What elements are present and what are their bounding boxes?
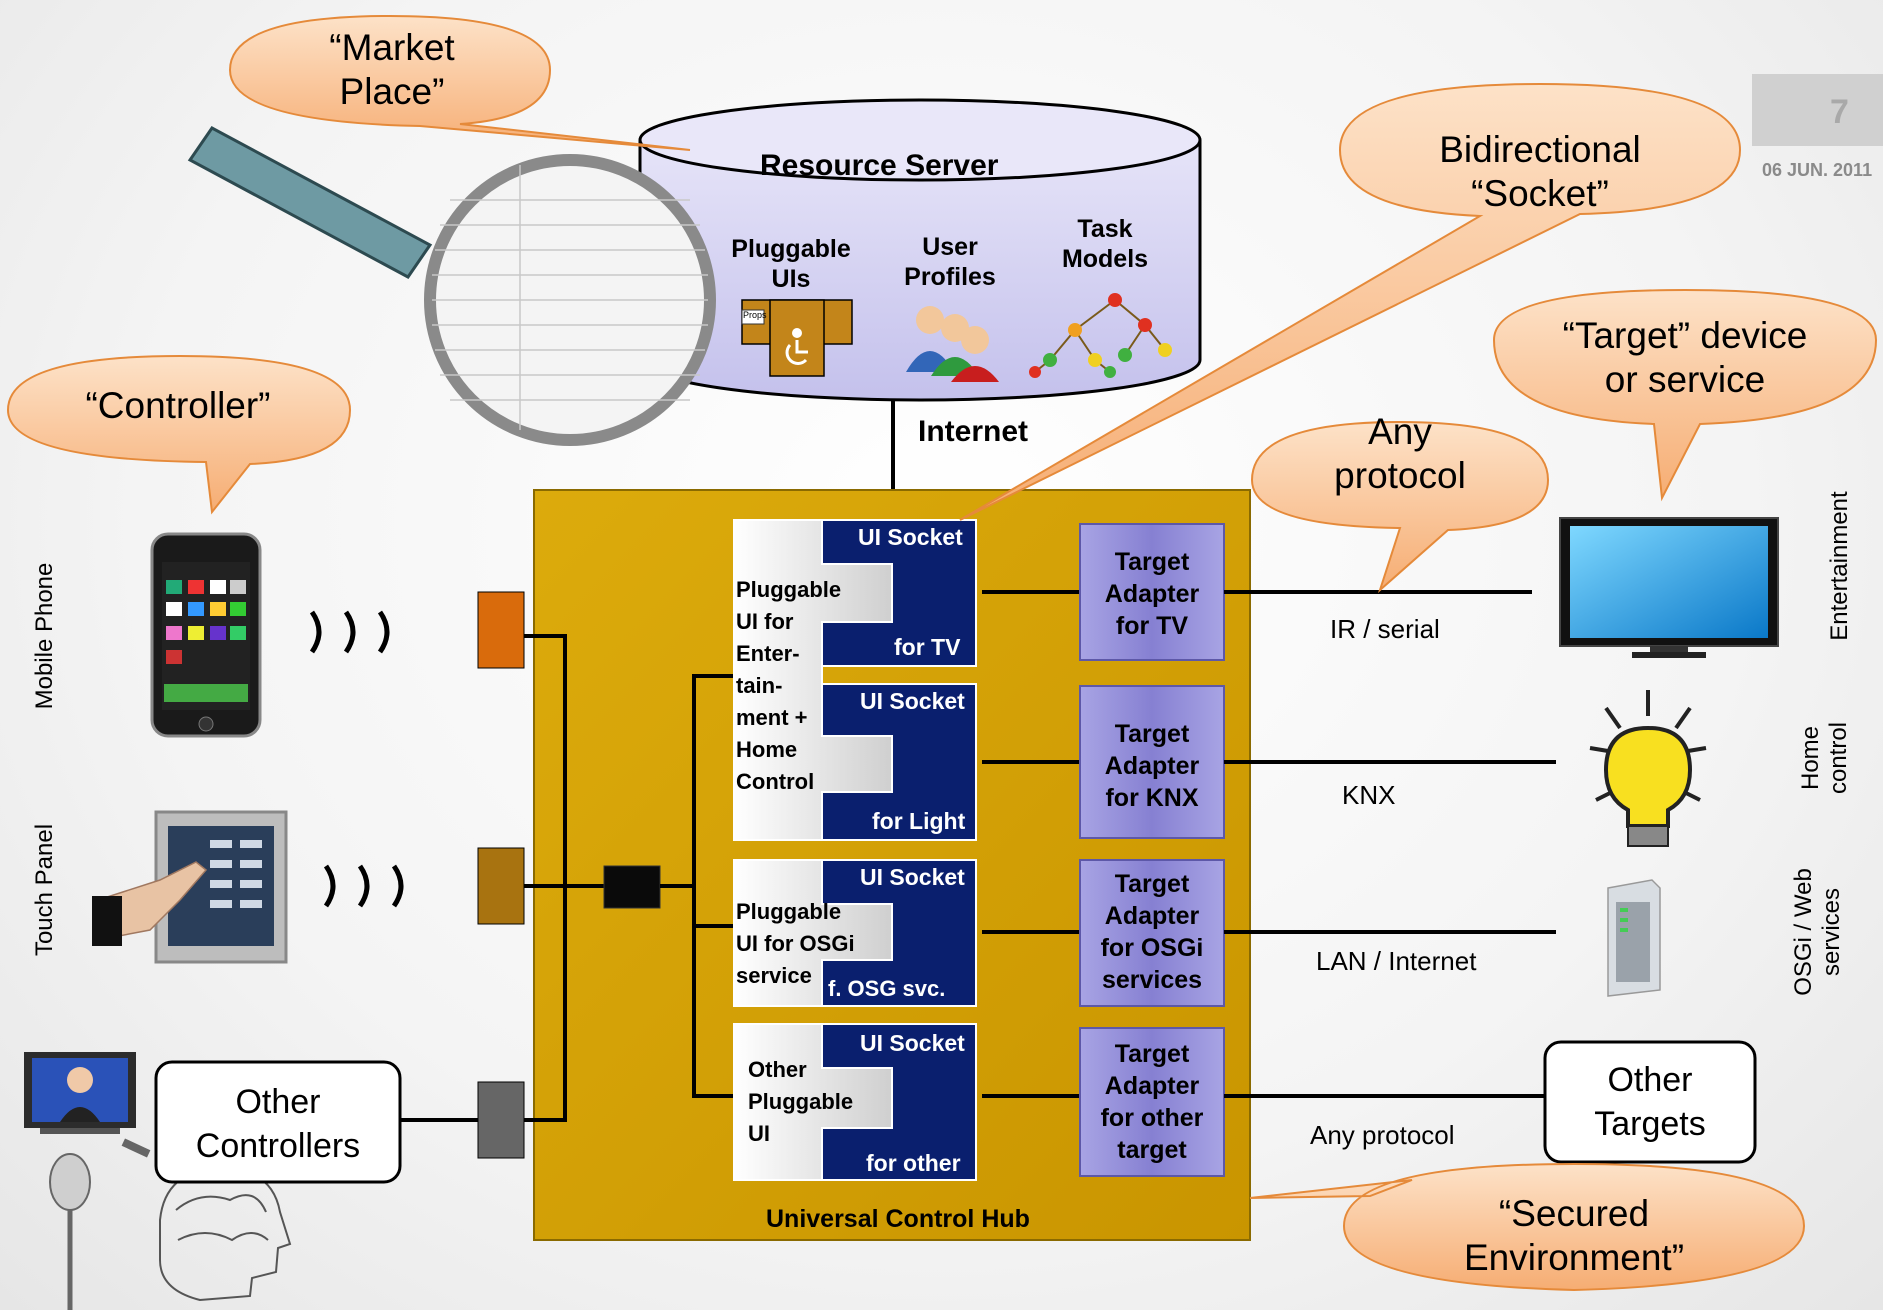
light-bulb-icon: [1589, 690, 1707, 847]
link-label-ir-serial: IR / serial: [1330, 614, 1440, 644]
socket-3-top: UI Socket: [860, 864, 965, 890]
task-models-icon: [1029, 293, 1172, 378]
pluggable-ui-icon: [741, 299, 853, 377]
callout-bubbles: [6, 14, 1878, 1292]
target-adapters: [1079, 523, 1225, 1177]
hub-title: Universal Control Hub: [766, 1205, 1030, 1233]
props-label: Props: [743, 310, 767, 320]
mobile-phone-label: Mobile Phone: [31, 562, 58, 710]
resource-server-title: Resource Server: [760, 149, 999, 182]
tv-icon: [1559, 517, 1779, 658]
mobile-phone-icon: [150, 532, 262, 738]
wireless-waves-icon: [309, 610, 404, 908]
target-link-lines: [1224, 590, 1556, 1098]
other-controllers-box: [154, 1060, 402, 1184]
page-number-box: [1752, 74, 1883, 146]
entertainment-label: Entertainment: [1826, 491, 1853, 641]
brain-head-icon: [159, 1166, 292, 1302]
link-label-any-protocol: Any protocol: [1310, 1120, 1455, 1150]
socket-4-bottom: for other: [866, 1150, 961, 1176]
server-icon: [1607, 879, 1661, 997]
page-date: 06 JUN. 2011: [1762, 160, 1873, 180]
socket-adapter-lines: [982, 590, 1080, 1098]
controller-connectors: [400, 591, 734, 1159]
link-label-lan-internet: LAN / Internet: [1316, 946, 1477, 976]
touch-panel-label: Touch Panel: [31, 823, 58, 957]
microphone-icon: [49, 1153, 91, 1310]
socket-2-top: UI Socket: [860, 688, 965, 714]
ui-sockets: [821, 519, 977, 1181]
link-label-knx: KNX: [1342, 780, 1396, 810]
socket-1-bottom: for TV: [894, 634, 961, 660]
internet-label: Internet: [918, 415, 1029, 448]
callout-controller: “Controller”: [85, 385, 271, 426]
socket-1-top: UI Socket: [858, 524, 963, 550]
socket-4-top: UI Socket: [860, 1030, 965, 1056]
socket-3-bottom: f. OSG svc.: [828, 976, 946, 1001]
touch-panel-icon: [92, 810, 288, 964]
socket-2-bottom: for Light: [872, 808, 966, 834]
page-number: 7: [1830, 93, 1849, 131]
other-targets-box: [1543, 1040, 1757, 1164]
callout-bidirectional-socket: Bidirectional“Socket”: [1439, 129, 1641, 215]
magnifier-icon: [187, 126, 716, 446]
avatar-screen-icon: [24, 1052, 151, 1158]
user-profiles-icon: [906, 306, 999, 382]
pluggable-ui-shapes: [733, 519, 893, 1181]
